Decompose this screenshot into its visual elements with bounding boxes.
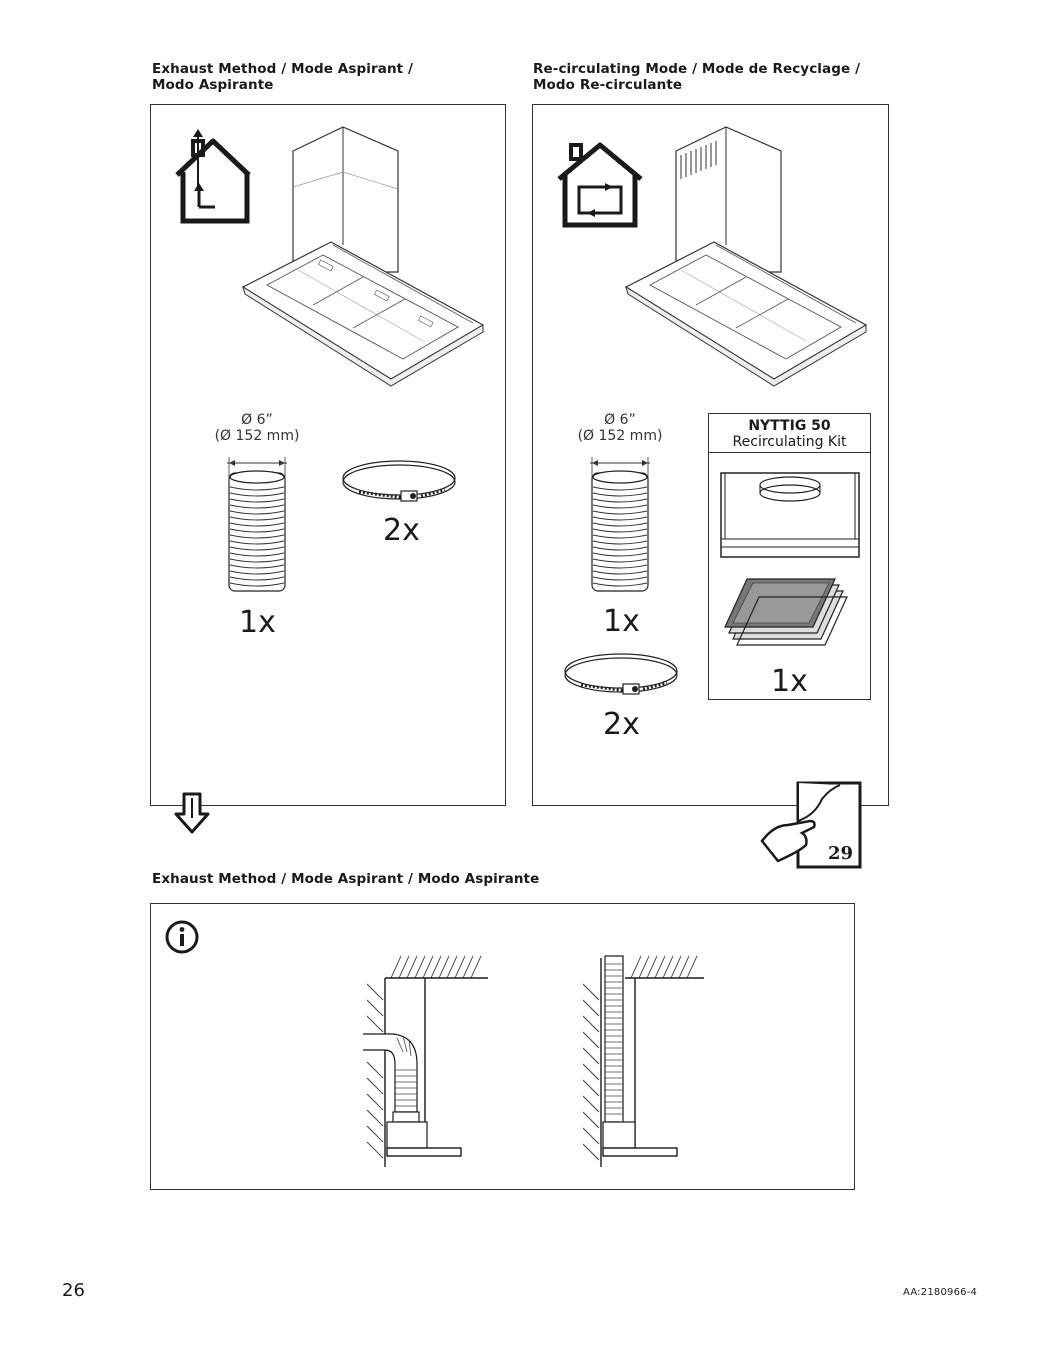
bottom-exhaust-heading: Exhaust Method / Mode Aspirant / Modo As… xyxy=(152,871,540,887)
exhaust-method-heading: Exhaust Method / Mode Aspirant / Modo As… xyxy=(152,61,512,93)
duct-bend-diagram xyxy=(363,955,488,1167)
document-id: AA:2180966-4 xyxy=(903,1287,978,1298)
arrow-down-icon xyxy=(174,792,210,834)
recirculating-kit-box: NYTTIG 50 Recirculating Kit 1x xyxy=(708,413,871,700)
duct-diameter-inch: Ø 6” xyxy=(241,412,273,428)
kit-description: Recirculating Kit xyxy=(732,434,847,450)
recirc-duct-diameter-inch: Ø 6” xyxy=(604,412,636,428)
kit-quantity: 1x xyxy=(771,664,808,699)
kit-name: NYTTIG 50 xyxy=(748,418,831,434)
page-turn-icon xyxy=(760,781,862,869)
duct-installation-panel xyxy=(150,903,855,1190)
recirc-flexible-duct-illustration xyxy=(590,457,650,592)
clamp-quantity: 2x xyxy=(383,513,420,548)
recirc-duct-diameter-label: Ø 6” (Ø 152 mm) xyxy=(569,412,671,444)
recirc-duct-quantity: 1x xyxy=(603,604,640,639)
recirc-heading-line1: Re-circulating Mode / Mode de Recyclage … xyxy=(533,61,861,77)
exhaust-panel: Ø 6” (Ø 152 mm) 1x 2x xyxy=(150,104,506,806)
kit-filter-illustration xyxy=(724,578,848,646)
duct-diameter-mm: (Ø 152 mm) xyxy=(214,428,300,444)
duct-straight-diagram xyxy=(582,955,704,1167)
recirc-hose-clamp-illustration xyxy=(564,653,678,695)
recirc-duct-diameter-mm: (Ø 152 mm) xyxy=(577,428,663,444)
recirculating-panel: Ø 6” (Ø 152 mm) 1x 2x NYTTIG 50 Re xyxy=(532,104,889,806)
kit-adapter-illustration xyxy=(720,472,860,558)
exhaust-heading-line2: Modo Aspirante xyxy=(152,77,274,93)
info-icon xyxy=(165,920,199,954)
page-number: 26 xyxy=(62,1280,85,1301)
recirc-heading-line2: Modo Re-circulante xyxy=(533,77,683,93)
kit-header: NYTTIG 50 Recirculating Kit xyxy=(709,414,870,453)
house-recirculate-icon xyxy=(557,142,643,228)
range-hood-recirc-illustration xyxy=(624,126,868,387)
exhaust-heading-line1: Exhaust Method / Mode Aspirant / xyxy=(152,61,414,77)
range-hood-illustration xyxy=(241,126,485,387)
page-reference: 29 xyxy=(828,843,854,864)
duct-quantity: 1x xyxy=(239,605,276,640)
hose-clamp-illustration xyxy=(342,460,456,502)
flexible-duct-illustration xyxy=(227,457,287,592)
recirc-clamp-quantity: 2x xyxy=(603,707,640,742)
house-exhaust-icon xyxy=(175,129,251,224)
recirculating-mode-heading: Re-circulating Mode / Mode de Recyclage … xyxy=(533,61,913,93)
duct-diameter-label: Ø 6” (Ø 152 mm) xyxy=(206,412,308,444)
